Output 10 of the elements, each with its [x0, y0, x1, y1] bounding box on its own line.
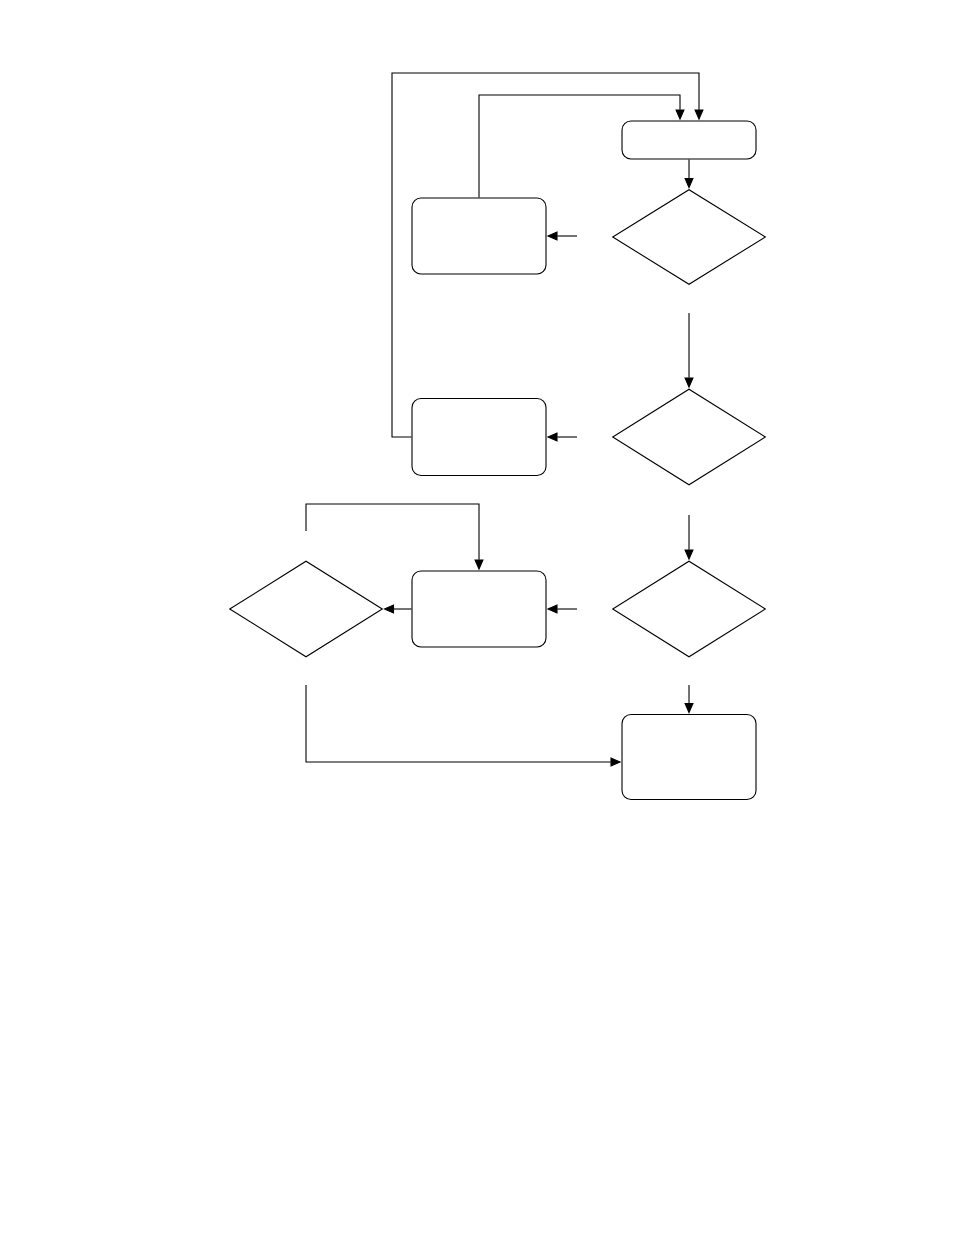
process-box: [411, 197, 547, 275]
arrow: [684, 684, 694, 714]
process-box: [411, 397, 547, 477]
process-box: [621, 713, 757, 801]
arrow: [383, 604, 412, 614]
arrow: [478, 94, 685, 198]
process-box: [621, 120, 757, 160]
arrow: [391, 72, 704, 438]
process-box: [411, 570, 547, 648]
arrow: [684, 159, 694, 189]
